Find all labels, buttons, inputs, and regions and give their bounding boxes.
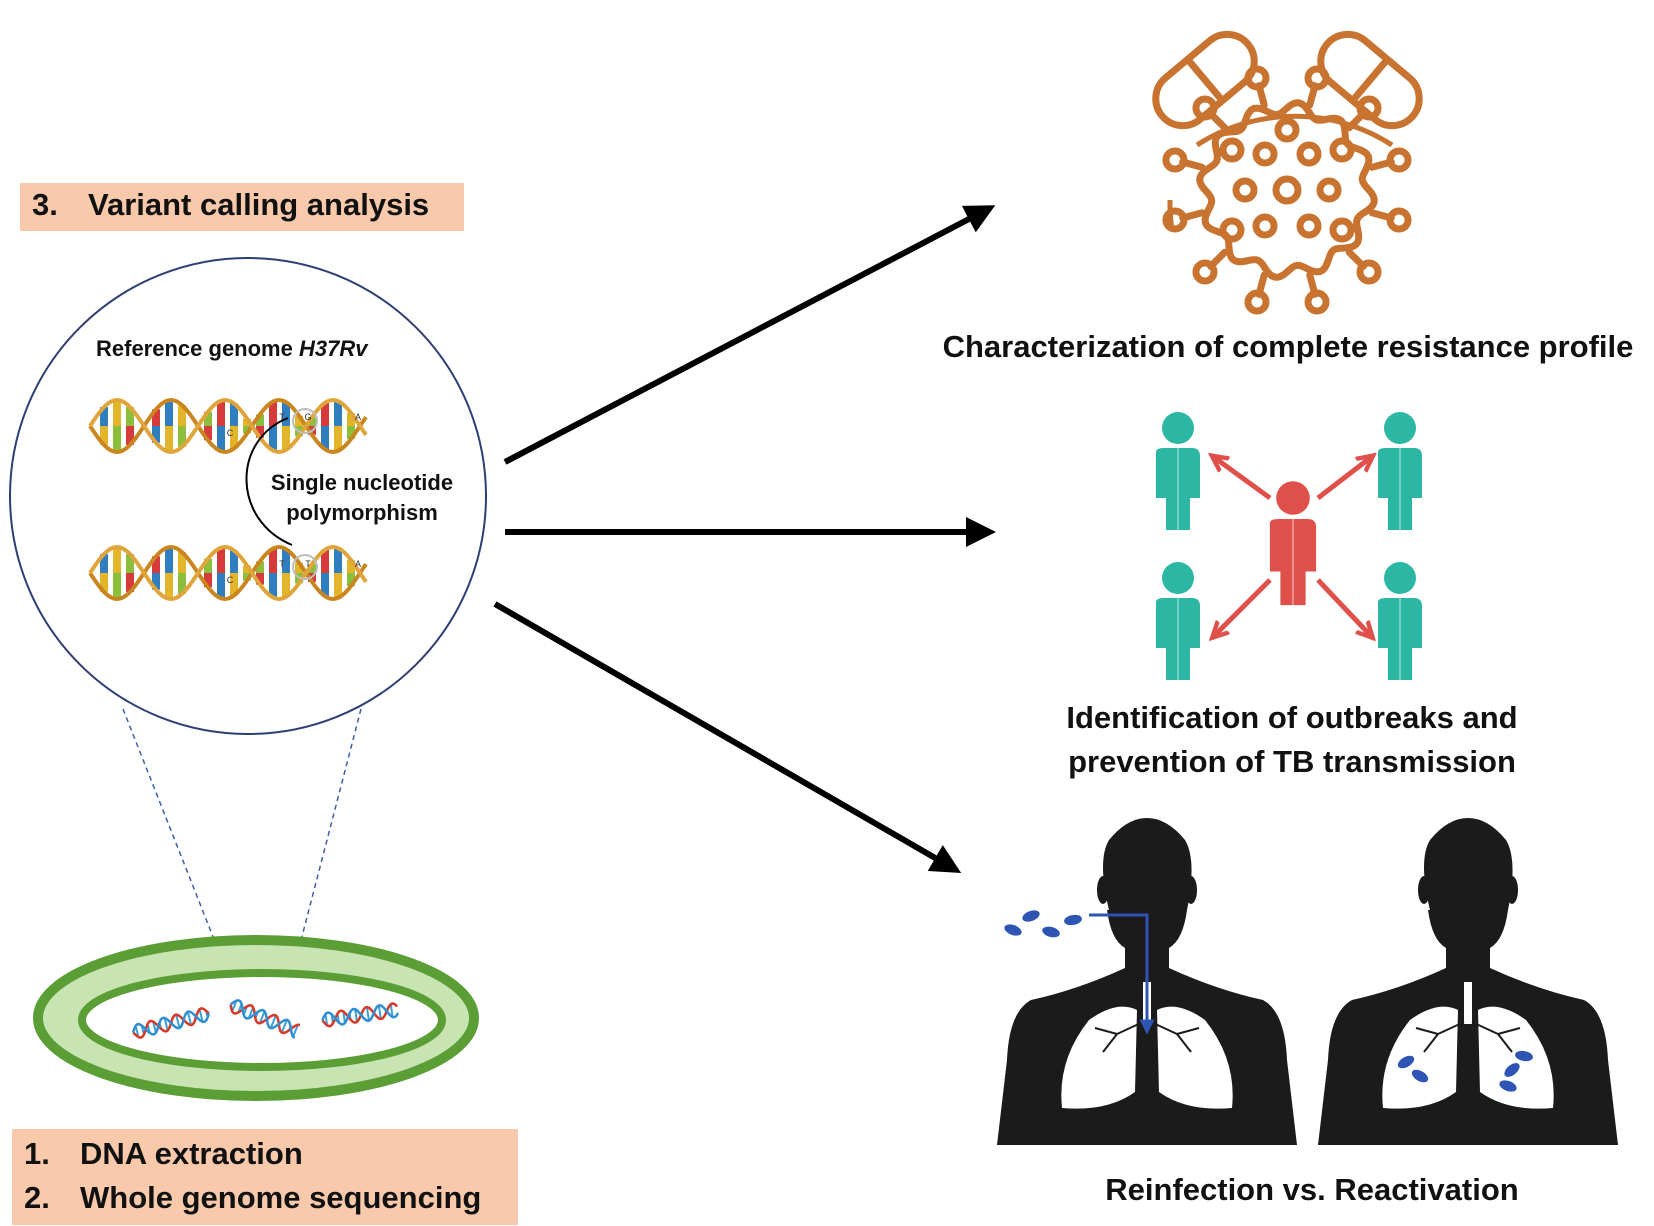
bacteria-icon xyxy=(1022,910,1040,922)
step-sequencing: 1. DNA extraction 2. Whole genome sequenci… xyxy=(12,1129,518,1225)
step-label: DNA extraction xyxy=(80,1136,303,1171)
caption-resistance: Characterization of complete resistance … xyxy=(942,329,1634,364)
arrow-icon xyxy=(1215,578,1272,635)
svg-text:T: T xyxy=(279,412,285,422)
bacteria-icon xyxy=(1411,1069,1429,1083)
step-label: Variant calling analysis xyxy=(88,187,430,222)
bacteria-icon xyxy=(1042,926,1060,938)
svg-text:C: C xyxy=(227,575,234,585)
person-icon xyxy=(1156,562,1200,680)
silhouette-reinfection xyxy=(997,818,1297,1145)
snp-label-line2: polymorphism xyxy=(286,500,438,525)
arrows xyxy=(493,205,996,873)
arrow-icon xyxy=(1215,458,1272,501)
transmission-group xyxy=(1156,412,1422,680)
step-number: 3. xyxy=(32,187,58,222)
arrow-icon xyxy=(503,205,996,465)
step-number: 1. xyxy=(24,1136,50,1171)
silhouette-reactivation xyxy=(1318,818,1618,1145)
step-label: Whole genome sequencing xyxy=(80,1180,482,1215)
svg-text:C: C xyxy=(227,428,234,438)
caption-reinfection: Reinfection vs. Reactivation xyxy=(1105,1172,1519,1207)
lungs-icon xyxy=(1382,982,1554,1109)
step-number: 2. xyxy=(24,1180,50,1215)
svg-text:T: T xyxy=(279,559,285,569)
inhalation-arrow xyxy=(1089,913,1155,1035)
petri-dish-icon xyxy=(33,935,479,1101)
reference-text: Reference genome xyxy=(96,336,299,361)
caption-outbreaks-line2: prevention of TB transmission xyxy=(1068,744,1516,779)
person-icon xyxy=(1269,481,1317,606)
bacteria-icon xyxy=(1504,1063,1520,1077)
arrow-icon xyxy=(1316,458,1370,500)
svg-text:A: A xyxy=(355,559,361,569)
bacteria-icon xyxy=(1397,1055,1415,1069)
caption-outbreaks: Identification of outbreaks and preventi… xyxy=(992,696,1592,784)
arrow-icon xyxy=(1316,578,1370,635)
bacteria-icon xyxy=(1064,914,1082,926)
snp-link-curve xyxy=(245,417,293,546)
arrow-icon xyxy=(493,601,962,873)
orbit-arc xyxy=(1195,113,1394,148)
snp-highlight-top xyxy=(292,408,318,434)
person-icon xyxy=(1378,562,1422,680)
step-variant-calling: 3. Variant calling analysis xyxy=(20,183,464,231)
zoom-lines xyxy=(122,708,362,1001)
pill-icon xyxy=(1317,30,1423,130)
bacteria-icon xyxy=(1499,1080,1517,1092)
bacteria-icon xyxy=(1004,924,1022,936)
caption-outbreaks-line1: Identification of outbreaks and xyxy=(1066,700,1518,735)
orbit-arc-left xyxy=(1167,199,1175,231)
svg-text:A: A xyxy=(355,412,361,422)
svg-text:G: G xyxy=(304,412,311,422)
person-icon xyxy=(1378,412,1422,530)
snp-label-line1: Single nucleotide xyxy=(270,470,454,495)
lungs-icon xyxy=(1061,982,1233,1109)
person-icon xyxy=(1156,412,1200,530)
reference-strain: H37Rv xyxy=(298,336,368,361)
reference-genome-label: Reference genome H37Rv xyxy=(96,334,367,364)
bacteria-icon xyxy=(1515,1050,1533,1062)
svg-text:T: T xyxy=(305,559,311,569)
snp-highlight-bottom xyxy=(292,554,318,580)
snp-label: Single nucleotide polymorphism xyxy=(262,468,462,528)
virus-icon xyxy=(1162,65,1412,315)
pill-icon xyxy=(1152,30,1258,130)
